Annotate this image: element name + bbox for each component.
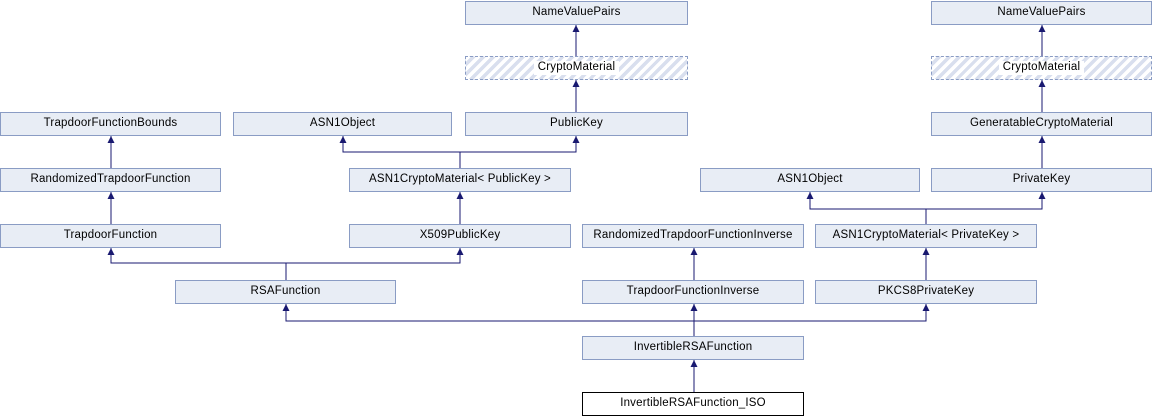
class-node-asn1cryptomaterial-privatekey[interactable]: ASN1CryptoMaterial< PrivateKey >: [815, 224, 1037, 248]
inheritance-edge-asn1cryptomaterial-privatekey-to-asn1object-right: [809, 192, 927, 224]
arrowhead-icon: [690, 248, 698, 255]
class-node-namevaluepairs-right[interactable]: NameValuePairs: [931, 1, 1152, 25]
class-node-label: RandomizedTrapdoorFunctionInverse: [593, 228, 793, 241]
class-node-label: ASN1Object: [777, 172, 843, 185]
inheritance-edge-rsafunction-to-x509publickey: [285, 248, 461, 280]
inheritance-edge-invertiblersafunction-to-rsafunction: [285, 304, 695, 336]
class-node-randomizedtrapdoorfunction[interactable]: RandomizedTrapdoorFunction: [0, 168, 221, 192]
arrowhead-icon: [1038, 192, 1046, 199]
arrowhead-icon: [806, 192, 814, 199]
class-node-generatablecryptomaterial[interactable]: GeneratableCryptoMaterial: [931, 112, 1152, 136]
class-node-label: InvertibleRSAFunction: [633, 340, 753, 353]
inheritance-edge-invertiblersafunction-to-pkcs8privatekey: [693, 304, 927, 336]
arrowhead-icon: [690, 304, 698, 311]
class-node-randomizedtrapdoorfunctioninverse[interactable]: RandomizedTrapdoorFunctionInverse: [582, 224, 804, 248]
class-node-x509publickey[interactable]: X509PublicKey: [349, 224, 571, 248]
class-node-label: PublicKey: [550, 116, 603, 129]
class-node-publickey[interactable]: PublicKey: [465, 112, 688, 136]
arrowhead-icon: [107, 248, 115, 255]
class-node-label: CryptoMaterial: [998, 60, 1085, 76]
arrowhead-icon: [1038, 136, 1046, 143]
class-node-asn1object-right[interactable]: ASN1Object: [700, 168, 920, 192]
class-node-asn1cryptomaterial-publickey[interactable]: ASN1CryptoMaterial< PublicKey >: [349, 168, 571, 192]
class-node-label: TrapdoorFunction: [63, 228, 158, 241]
class-node-invertiblersafunction-iso: InvertibleRSAFunction_ISO: [582, 392, 804, 416]
class-node-rsafunction[interactable]: RSAFunction: [175, 280, 396, 304]
class-node-cryptomaterial-right[interactable]: CryptoMaterial: [931, 56, 1152, 80]
inheritance-edge-asn1cryptomaterial-publickey-to-asn1object-left: [342, 136, 461, 168]
arrowhead-icon: [922, 304, 930, 311]
class-node-label: InvertibleRSAFunction_ISO: [620, 396, 766, 409]
class-node-label: TrapdoorFunctionInverse: [626, 284, 760, 297]
inheritance-edge-asn1cryptomaterial-privatekey-to-privatekey: [925, 192, 1043, 224]
inheritance-edge-rsafunction-to-trapdoorfunction: [110, 248, 287, 280]
inheritance-edge-asn1cryptomaterial-publickey-to-publickey: [459, 136, 577, 168]
class-node-trapdoorfunctioninverse[interactable]: TrapdoorFunctionInverse: [582, 280, 804, 304]
class-node-label: ASN1Object: [309, 116, 376, 129]
class-node-label: TrapdoorFunctionBounds: [43, 116, 178, 129]
arrowhead-icon: [107, 192, 115, 199]
class-node-trapdoorfunction[interactable]: TrapdoorFunction: [0, 224, 221, 248]
class-node-label: ASN1CryptoMaterial< PrivateKey >: [832, 228, 1020, 241]
class-node-label: RSAFunction: [250, 284, 321, 297]
class-node-label: CryptoMaterial: [533, 60, 620, 76]
arrowhead-icon: [282, 304, 290, 311]
class-node-label: ASN1CryptoMaterial< PublicKey >: [369, 172, 551, 185]
class-node-label: NameValuePairs: [532, 5, 621, 18]
arrowhead-icon: [1038, 25, 1046, 32]
class-node-label: GeneratableCryptoMaterial: [969, 116, 1114, 129]
arrowhead-icon: [107, 136, 115, 143]
class-node-label: X509PublicKey: [419, 228, 501, 241]
arrowhead-icon: [690, 360, 698, 367]
class-node-label: PrivateKey: [1012, 172, 1071, 185]
class-node-invertiblersafunction[interactable]: InvertibleRSAFunction: [582, 336, 804, 360]
class-node-asn1object-left[interactable]: ASN1Object: [233, 112, 452, 136]
arrowhead-icon: [1038, 80, 1046, 87]
arrowhead-icon: [339, 136, 347, 143]
arrowhead-icon: [572, 25, 580, 32]
class-node-pkcs8privatekey[interactable]: PKCS8PrivateKey: [815, 280, 1037, 304]
arrowhead-icon: [456, 248, 464, 255]
class-node-trapdoorfunctionbounds[interactable]: TrapdoorFunctionBounds: [0, 112, 221, 136]
arrowhead-icon: [572, 136, 580, 143]
class-node-label: PKCS8PrivateKey: [877, 284, 975, 297]
class-node-namevaluepairs-left[interactable]: NameValuePairs: [465, 1, 688, 25]
arrowhead-icon: [572, 80, 580, 87]
class-node-cryptomaterial-left[interactable]: CryptoMaterial: [465, 56, 688, 80]
class-node-label: NameValuePairs: [997, 5, 1086, 18]
class-node-privatekey[interactable]: PrivateKey: [931, 168, 1152, 192]
arrowhead-icon: [922, 248, 930, 255]
arrowhead-icon: [456, 192, 464, 199]
class-node-label: RandomizedTrapdoorFunction: [30, 172, 191, 185]
